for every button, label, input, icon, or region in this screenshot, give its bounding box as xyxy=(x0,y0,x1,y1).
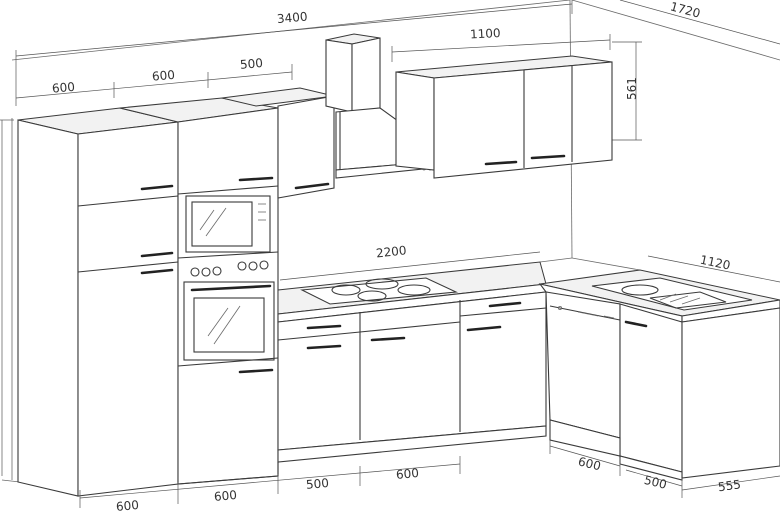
dimension-corner-modules: 600 500 555 xyxy=(549,440,780,498)
dimension-label-1100: 1100 xyxy=(470,26,501,42)
dimension-label-2200: 2200 xyxy=(375,243,407,260)
dimension-left-height xyxy=(0,119,14,476)
dimension-left-depth: 1720 xyxy=(619,0,780,45)
microwave xyxy=(185,195,271,253)
oven xyxy=(183,281,275,361)
dimension-label-500-corner: 500 xyxy=(643,473,669,492)
dimension-wall-cabinet-right: 1100 xyxy=(391,26,611,62)
dimension-label-500-top: 500 xyxy=(239,56,263,72)
dimension-label-1120: 1120 xyxy=(699,253,732,273)
tall-cabinet-oven xyxy=(119,97,279,485)
dimension-label-3400: 3400 xyxy=(276,9,308,26)
dimension-label-561: 561 xyxy=(625,77,639,100)
base-cabinets-main xyxy=(177,291,547,485)
dimension-label-500-base: 500 xyxy=(305,476,329,492)
dimension-base-modules: 600 600 500 600 xyxy=(79,456,461,512)
dimension-label-600-b: 600 xyxy=(151,68,175,84)
cooktop xyxy=(300,277,459,305)
oven-knobs xyxy=(190,260,269,277)
dimension-label-600-base-right: 600 xyxy=(395,466,419,482)
wall-cabinet-left xyxy=(221,87,335,199)
dimension-label-555: 555 xyxy=(717,477,742,494)
dimension-total-width: 3400 xyxy=(15,0,573,90)
dimension-label-600-base-left: 600 xyxy=(115,498,139,512)
dimension-upper-modules: 600 600 500 xyxy=(15,56,293,106)
tall-cabinet-left xyxy=(17,107,179,497)
dimension-label-600-corner: 600 xyxy=(577,454,603,473)
dimension-label-600-base-mid: 600 xyxy=(213,488,237,504)
dimension-label-600-a: 600 xyxy=(51,80,75,96)
wall-cabinet-right xyxy=(395,55,613,179)
dimension-wall-cabinet-height: 561 xyxy=(612,41,642,141)
base-cabinets-corner xyxy=(545,291,780,481)
sink xyxy=(591,277,753,311)
